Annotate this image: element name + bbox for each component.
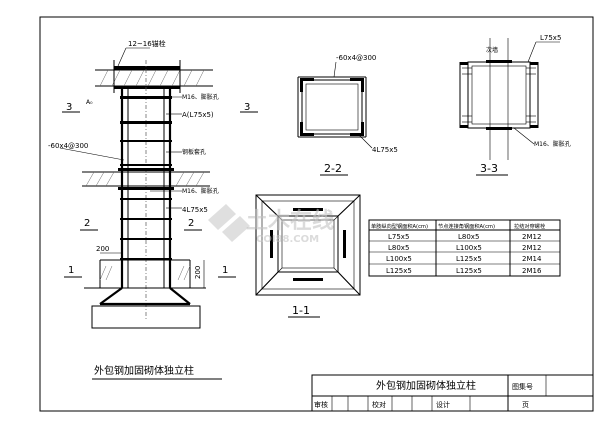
table-header-2: 节点连接角钢面积A(cm) <box>438 222 495 230</box>
angle-label-lower: 4L75x5 <box>182 206 208 214</box>
watermark-text: 土木在线 <box>246 208 334 234</box>
floor-slab <box>82 168 210 190</box>
section-3-right: 3 <box>244 102 250 113</box>
elevation-title: 外包钢加固砌体独立柱 <box>94 364 194 377</box>
table-cell: L80x5 <box>458 233 479 241</box>
section-3-left: 3 <box>66 102 72 113</box>
table-header-1: 单肢纵向型钢面积A(cm) <box>371 222 428 230</box>
table-cell: L75x5 <box>388 233 409 241</box>
table-cell: 2M12 <box>522 233 541 241</box>
table-cell: L125x5 <box>456 267 482 275</box>
section-1-left: 1 <box>68 265 74 276</box>
watermark-sub: COI88.COM <box>256 234 319 245</box>
title-block-title: 外包钢加固砌体独立柱 <box>376 379 476 392</box>
section-markers: 3 3 2 2 1 1 <box>62 102 258 278</box>
table-cell: L125x5 <box>456 255 482 263</box>
bolt-label-upper: M16、膨胀孔 <box>182 93 219 101</box>
base-foundation <box>84 259 206 329</box>
table-cell: 2M16 <box>522 267 542 275</box>
section-2-right: 2 <box>188 218 194 229</box>
bolt-label-lower: M16、膨胀孔 <box>182 187 219 195</box>
strip-battens <box>120 96 172 260</box>
a0-label: A₀ <box>86 99 93 106</box>
s33-bolt-label: M16、膨胀孔 <box>534 140 571 148</box>
section-1-1: 1-1 <box>255 194 361 318</box>
section-2-left: 2 <box>84 218 90 229</box>
s33-title: 3-3 <box>480 162 498 175</box>
table-cell: 2M12 <box>522 244 541 252</box>
elevation-view: 12~16锚栓 A₀ M16、膨胀孔 A(L75x5) -60x4@300 钢板… <box>48 39 258 380</box>
section-1-right: 1 <box>222 265 228 276</box>
s33-slab-label: 次墙 <box>486 46 498 54</box>
table-cell: L125x5 <box>386 267 412 275</box>
s22-angle-label: 4L75x5 <box>372 146 398 154</box>
table-cell: L100x5 <box>456 244 482 252</box>
floor-hole-label: 钢板套孔 <box>182 148 206 156</box>
design-label: 设计 <box>436 400 450 409</box>
table-cell: 2M14 <box>522 255 542 263</box>
spec-table: 单肢纵向型钢面积A(cm) 节点连接角钢面积A(cm) 拉结对穿螺栓 L75x5… <box>368 219 561 277</box>
elevation-labels: 12~16锚栓 A₀ M16、膨胀孔 A(L75x5) -60x4@300 钢板… <box>48 39 219 288</box>
section-2-2: -60x4@300 4L75x5 2-2 <box>297 54 398 176</box>
top-slab <box>95 60 213 93</box>
watermark-logo-icon <box>208 204 250 242</box>
dim-200-left: 200 <box>96 245 109 253</box>
section-3-3: L75x5 次墙 M16、膨胀孔 3-3 <box>459 34 571 176</box>
review-label: 审核 <box>314 400 328 409</box>
title-block: 外包钢加固砌体独立柱 图集号 审核 校对 设计 页 <box>311 374 594 412</box>
table-cell: L80x5 <box>388 244 409 252</box>
watermark: 土木在线 COI88.COM <box>208 204 334 245</box>
s33-angle-label: L75x5 <box>540 34 561 42</box>
page-label: 页 <box>522 401 529 409</box>
angle-label: A(L75x5) <box>182 111 214 119</box>
top-bolt-label: 12~16锚栓 <box>128 39 166 48</box>
check-label: 校对 <box>372 400 386 409</box>
dim-200-right: 200 <box>194 266 202 279</box>
s22-title: 2-2 <box>324 162 342 175</box>
drawing-no-label: 图集号 <box>512 382 533 391</box>
strip-label: -60x4@300 <box>48 142 88 150</box>
s11-title: 1-1 <box>292 304 310 317</box>
table-header-3: 拉结对穿螺栓 <box>514 222 546 230</box>
s22-strip-label: -60x4@300 <box>336 54 376 62</box>
table-cell: L100x5 <box>386 255 412 263</box>
